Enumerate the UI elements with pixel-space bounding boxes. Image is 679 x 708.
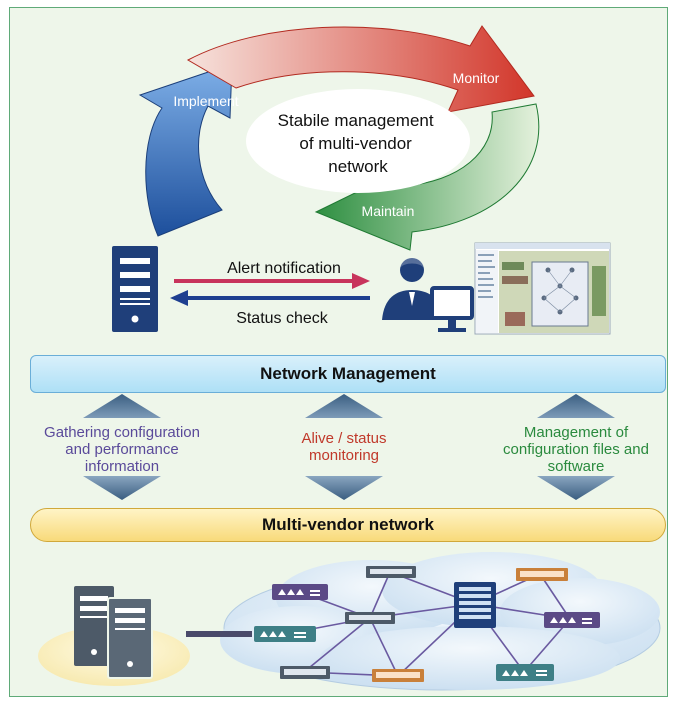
management-screen-thumbnail	[474, 242, 611, 335]
monitor-icon	[430, 286, 474, 332]
operator-icon	[382, 257, 440, 320]
site-uplink	[186, 631, 252, 637]
alive-arrow-down	[305, 476, 383, 500]
gathering-arrow-up	[83, 394, 161, 418]
monitor-label: Monitor	[453, 70, 500, 86]
multi-vendor-network-bar: Multi-vendor network	[30, 508, 666, 542]
switch-device	[366, 566, 416, 578]
switch-device	[516, 568, 568, 581]
manager-server-icon	[112, 246, 158, 332]
maintain-arrow	[314, 103, 540, 251]
gathering-label: Gathering configuration and performance …	[22, 424, 222, 475]
implement-label: Implement	[173, 93, 238, 109]
status-check-label: Status check	[236, 310, 329, 327]
management-label-line-3: software	[547, 458, 605, 475]
monitor-arrow	[186, 25, 535, 113]
center-text-line-2: of multi-vendor	[299, 134, 412, 153]
network-management-bar: Network Management	[30, 355, 666, 393]
center-text-line-1: Stabile management	[278, 111, 434, 130]
network-management-label: Network Management	[260, 364, 436, 383]
gathering-label-line-2: and performance	[65, 441, 179, 458]
multi-vendor-network-label: Multi-vendor network	[262, 515, 434, 534]
core-switch-device	[454, 582, 496, 628]
cycle-diagram: Stabile management of multi-vendor netwo…	[138, 25, 540, 251]
switch-device	[280, 666, 330, 679]
status-check-arrow	[170, 290, 370, 306]
gathering-arrow-down	[83, 476, 161, 500]
management-arrow-up	[537, 394, 615, 418]
alive-arrow-up	[305, 394, 383, 418]
alert-notification-label: Alert notification	[227, 260, 341, 277]
center-text-line-3: network	[328, 157, 388, 176]
svg-text:Stabile management of mu: Stabile management of multi-vendor netwo…	[278, 111, 439, 176]
alive-label-line-2: monitoring	[308, 447, 380, 464]
router-device	[254, 626, 316, 642]
local-servers-icon	[74, 586, 153, 679]
management-label-line-2: configuration files and	[503, 441, 649, 458]
configuration-management-label: Management of configuration files and so…	[478, 424, 674, 475]
switch-device	[345, 612, 395, 624]
implement-arrow	[138, 63, 233, 237]
alive-label-line-1: Alive / status	[301, 430, 387, 447]
gathering-label-line-3: information	[84, 458, 160, 475]
gathering-label-line-1: Gathering configuration	[44, 424, 200, 441]
alive-status-label: Alive / status monitoring	[264, 430, 424, 464]
maintain-label: Maintain	[362, 203, 415, 219]
alert-notification-arrow	[174, 273, 370, 289]
center-ellipse	[246, 89, 470, 193]
router-device	[496, 664, 554, 681]
management-label-line-1: Management of	[523, 424, 629, 441]
router-device	[272, 584, 328, 600]
management-arrow-down	[537, 476, 615, 500]
switch-device	[372, 669, 424, 682]
router-device	[544, 612, 600, 628]
